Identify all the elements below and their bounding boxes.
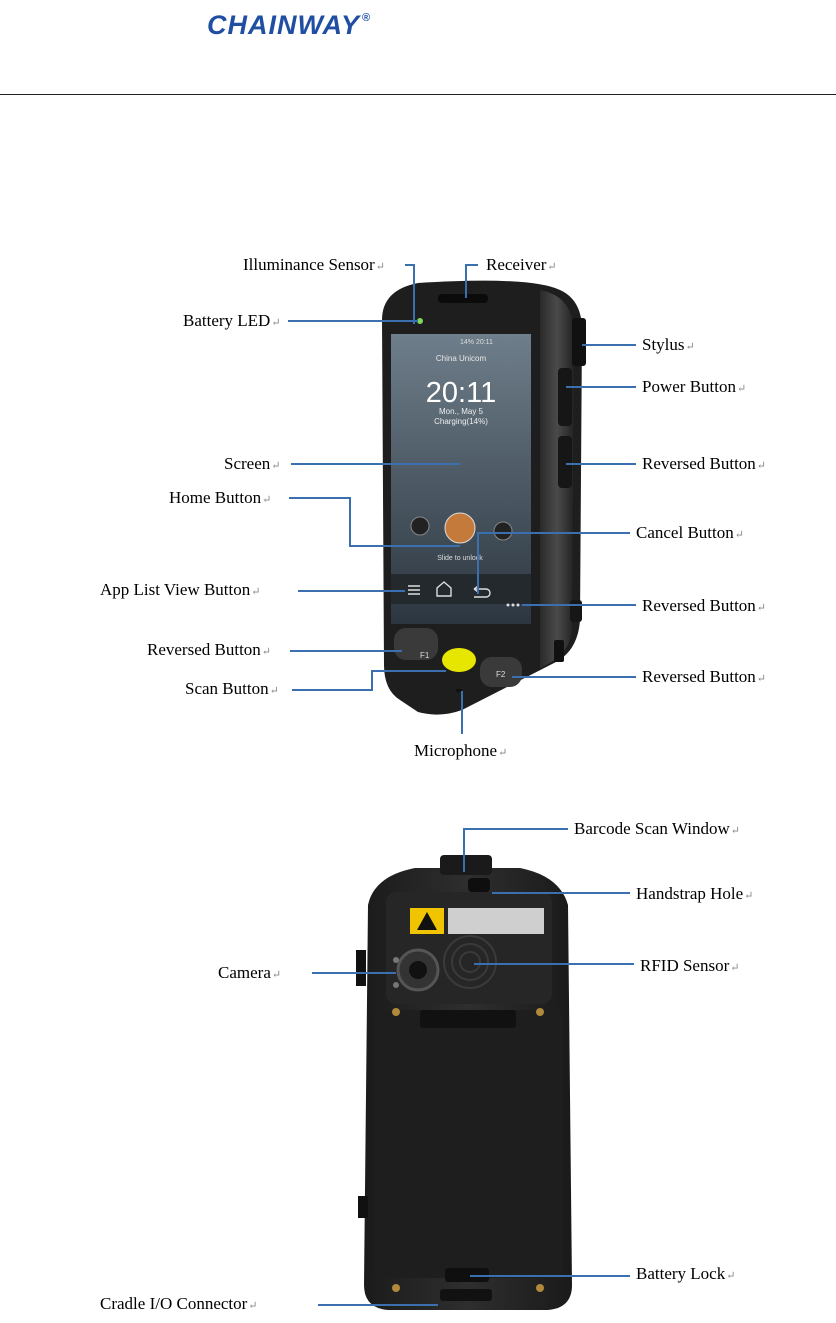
laser-warning-icon	[417, 912, 437, 930]
side-key	[558, 436, 572, 488]
receiver-grille	[438, 294, 488, 303]
power-key	[558, 368, 572, 426]
label-reversed-button-4: Reversed Button↵	[642, 667, 767, 686]
menu-icon	[408, 585, 420, 595]
scan-key	[442, 648, 476, 672]
rfid-coil-icon	[443, 935, 497, 989]
more-icon	[506, 603, 520, 607]
header-rule	[0, 94, 836, 95]
battery-lock	[445, 1268, 489, 1282]
microphone-hole	[456, 689, 462, 692]
label-power-button: Power Button↵	[642, 377, 747, 396]
cradle-connector	[440, 1289, 492, 1301]
label-illuminance-sensor: Illuminance Sensor↵	[243, 255, 385, 274]
spec-label	[448, 908, 544, 934]
brand-logo: CHAINWAY®	[207, 10, 372, 40]
slide-hint: Slide to unlock	[437, 555, 483, 562]
label-cancel-button: Cancel Button↵	[636, 523, 744, 542]
back-device	[356, 855, 572, 1310]
camera-shortcut-icon	[410, 516, 430, 536]
label-battery-lock: Battery Lock↵	[636, 1264, 736, 1283]
handstrap-hole	[468, 878, 490, 892]
leader-lines	[288, 264, 636, 1306]
label-barcode-scan-window: Barcode Scan Window↵	[574, 819, 740, 838]
scan-window-bump	[440, 855, 492, 875]
label-stylus: Stylus↵	[642, 335, 695, 354]
charging-text: Charging(14%)	[434, 417, 488, 426]
f1-key	[394, 628, 438, 660]
label-home-button: Home Button↵	[169, 488, 272, 507]
label-scan-button: Scan Button↵	[185, 679, 279, 698]
carrier-text: China Unicom	[436, 354, 487, 363]
registered-mark: ®	[362, 12, 372, 24]
camera-center	[409, 961, 427, 979]
label-app-list-view-button: App List View Button↵	[100, 580, 261, 599]
unlock-ring-icon	[444, 512, 476, 544]
label-microphone: Microphone↵	[414, 741, 508, 760]
clock-text: 20:11	[426, 377, 496, 409]
label-screen: Screen↵	[224, 454, 281, 473]
label-reversed-button-1: Reversed Button↵	[642, 454, 767, 473]
status-bar: 14% 20:11	[460, 339, 493, 346]
date-text: Mon., May 5	[439, 407, 484, 416]
svg-text:F1: F1	[420, 651, 430, 660]
label-reversed-button-2: Reversed Button↵	[642, 596, 767, 615]
front-device: 14% 20:11 China Unicom 20:11 Mon., May 5…	[382, 280, 586, 715]
label-rfid-sensor: RFID Sensor↵	[640, 956, 740, 975]
home-icon	[436, 581, 452, 597]
side-key-lower	[570, 600, 582, 622]
f2-key	[480, 657, 522, 687]
label-cradle-io-connector: Cradle I/O Connector↵	[100, 1294, 258, 1313]
battery-led	[417, 318, 423, 324]
stylus-slot	[572, 318, 586, 366]
label-camera: Camera↵	[218, 963, 282, 982]
label-battery-led: Battery LED↵	[183, 311, 281, 330]
svg-text:F2: F2	[496, 670, 506, 679]
label-handstrap-hole: Handstrap Hole↵	[636, 884, 754, 903]
lock-shortcut-icon	[493, 521, 513, 541]
label-receiver: Receiver↵	[486, 255, 557, 274]
label-reversed-button-3: Reversed Button↵	[147, 640, 272, 659]
